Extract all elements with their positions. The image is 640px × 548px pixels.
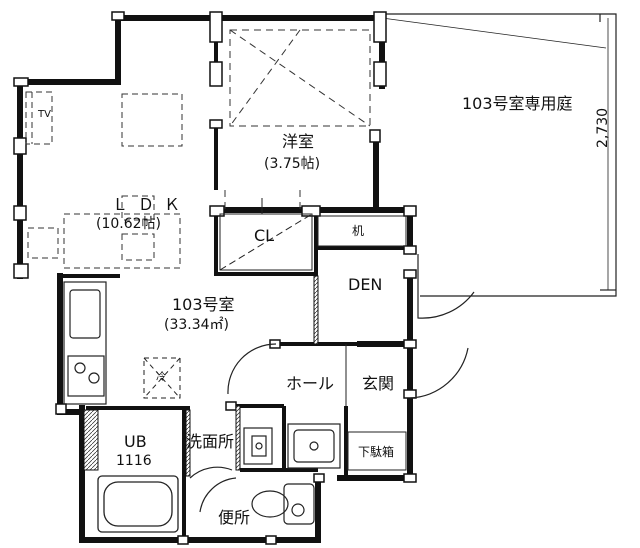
fridge-space bbox=[143, 357, 181, 399]
unit-area: (33.34㎡) bbox=[164, 317, 230, 333]
ldk-area: (10.62帖) bbox=[96, 216, 162, 232]
western-room-dashed bbox=[224, 29, 371, 210]
unit-name: 103号室 bbox=[172, 295, 235, 314]
kitchen bbox=[63, 281, 107, 405]
door-swings bbox=[189, 254, 475, 513]
closet-label: CL bbox=[254, 226, 275, 245]
entrance-label: 玄関 bbox=[362, 374, 395, 393]
unit-bath-label: UB bbox=[124, 432, 147, 451]
shoe-box bbox=[347, 431, 407, 471]
desk-label: 机 bbox=[352, 224, 365, 238]
wash-basin bbox=[243, 427, 273, 465]
western-room-name: 洋室 bbox=[282, 132, 315, 151]
shoe-box-label: 下駄箱 bbox=[358, 445, 395, 459]
toilet-label: 便所 bbox=[218, 508, 251, 527]
garden-boundary bbox=[381, 13, 617, 297]
den-label: DEN bbox=[348, 275, 383, 294]
closet bbox=[219, 198, 313, 271]
unit-bath bbox=[97, 475, 179, 533]
western-room-area: (3.75帖) bbox=[264, 156, 321, 172]
garden-dimension: 2,730 bbox=[595, 107, 611, 148]
unit-bath-size: 1116 bbox=[116, 453, 152, 469]
ldk-furniture bbox=[25, 91, 183, 269]
garden-label: 103号室専用庭 bbox=[462, 94, 573, 113]
ldk-name: ＬＤＫ bbox=[112, 195, 191, 214]
hall-label: ホール bbox=[286, 374, 335, 393]
washroom-label: 洗面所 bbox=[186, 432, 235, 451]
hatched-walls bbox=[83, 275, 319, 477]
toilet-fixture bbox=[251, 483, 315, 525]
washer-pan bbox=[287, 423, 341, 469]
tv-label: TV bbox=[38, 109, 51, 120]
desk bbox=[317, 215, 407, 247]
fridge-label: 冷 bbox=[156, 372, 166, 383]
